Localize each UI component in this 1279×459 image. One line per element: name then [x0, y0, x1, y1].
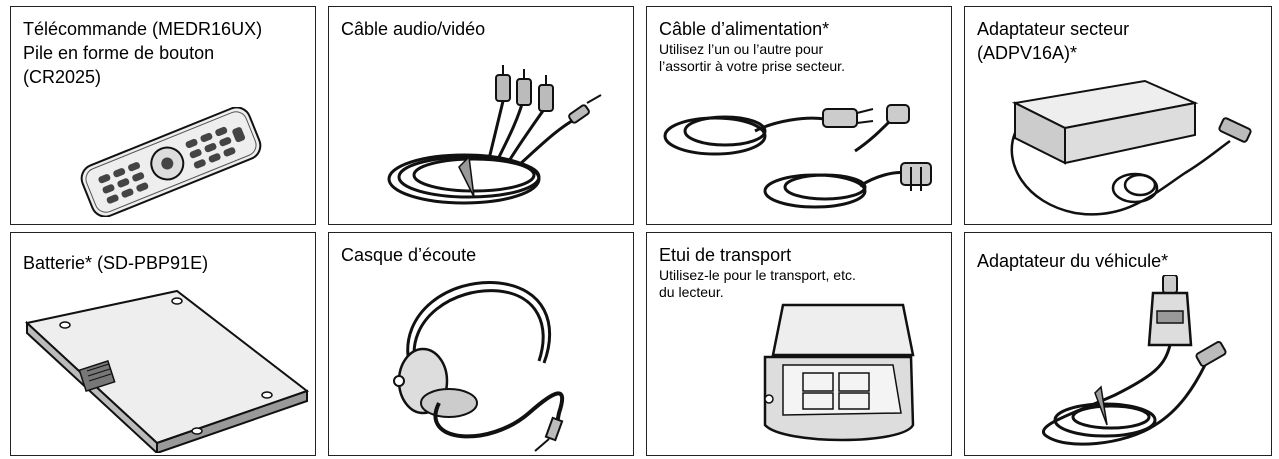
accessory-title: Adaptateur secteur (ADPV16A)*	[977, 19, 1130, 63]
car-adapter-icon	[1015, 275, 1235, 455]
accessory-title: Adaptateur du véhicule*	[977, 251, 1169, 271]
accessory-card-carrying-case: Etui de transport Utilisez-le pour le tr…	[646, 232, 952, 456]
accessory-title: Batterie* (SD-PBP91E)	[23, 253, 209, 273]
accessory-note: Utilisez l’un ou l’autre pour l’assortir…	[659, 41, 845, 74]
accessory-title: Télécommande (MEDR16UX) Pile en forme de…	[23, 19, 263, 87]
av-cable-icon	[379, 57, 609, 217]
power-cable-icon	[655, 91, 945, 221]
remote-control-icon	[71, 107, 271, 217]
accessory-title: Câble d’alimentation*	[659, 19, 830, 39]
accessory-card-power-cable: Câble d’alimentation* Utilisez l’un ou l…	[646, 6, 952, 225]
accessory-card-battery: Batterie* (SD-PBP91E)	[10, 232, 316, 456]
accessory-card-car-adapter: Adaptateur du véhicule*	[964, 232, 1272, 456]
carrying-case-icon	[753, 295, 923, 455]
accessory-title: Câble audio/vidéo	[341, 19, 486, 39]
accessory-card-headphones: Casque d’écoute	[328, 232, 634, 456]
battery-icon	[17, 283, 313, 453]
accessory-title: Casque d’écoute	[341, 245, 477, 265]
headphones-icon	[379, 273, 599, 453]
accessory-card-remote: Télécommande (MEDR16UX) Pile en forme de…	[10, 6, 316, 225]
ac-adapter-icon	[995, 73, 1255, 223]
accessory-card-av-cable: Câble audio/vidéo	[328, 6, 634, 225]
accessory-note: Utilisez-le pour le transport, etc. du l…	[659, 267, 856, 300]
accessory-title: Etui de transport	[659, 245, 792, 265]
accessories-grid: Télécommande (MEDR16UX) Pile en forme de…	[10, 6, 1272, 456]
accessory-card-ac-adapter: Adaptateur secteur (ADPV16A)*	[964, 6, 1272, 225]
